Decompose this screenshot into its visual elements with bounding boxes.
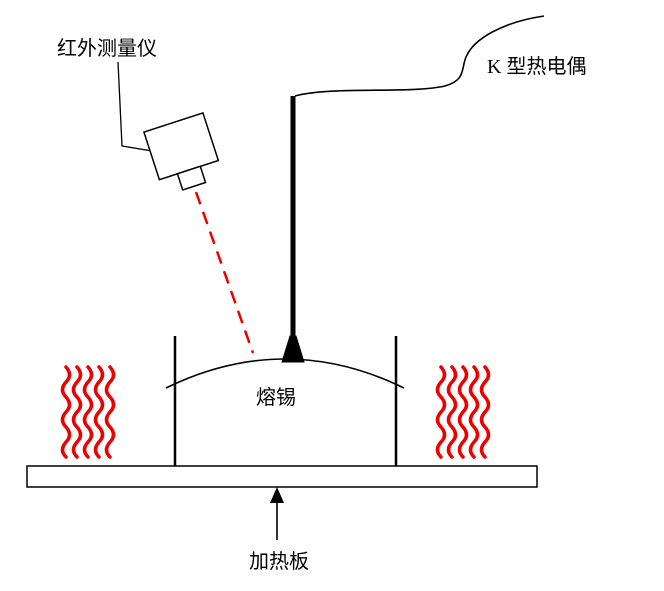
heating-plate-arrow <box>270 487 284 540</box>
thermocouple-tip <box>281 335 305 363</box>
label-molten-tin: 熔锡 <box>256 386 296 409</box>
heat-wave-line <box>71 365 83 459</box>
infrared-meter-device <box>142 111 220 191</box>
heat-waves-right <box>435 365 491 459</box>
infrared-meter-body <box>142 111 220 181</box>
label-heating-plate: 加热板 <box>249 550 309 573</box>
heat-wave-line <box>479 365 491 459</box>
infrared-beam-dashed-line <box>194 191 255 354</box>
heat-wave-line <box>435 365 447 459</box>
infrared-meter-lens <box>176 165 207 191</box>
heat-wave-line <box>446 365 458 459</box>
heat-waves-left <box>60 365 116 459</box>
heat-wave-line <box>457 365 469 459</box>
label-infrared-meter: 红外测量仪 <box>57 37 157 60</box>
molten-tin-surface <box>165 358 405 389</box>
label-thermocouple: K 型热电偶 <box>487 55 586 78</box>
heat-wave-line <box>93 365 105 459</box>
infrared-leader-line <box>117 61 153 152</box>
heating-plate-arrowhead <box>270 487 284 503</box>
heating-plate <box>26 465 538 488</box>
heat-wave-line <box>82 365 94 459</box>
heat-wave-line <box>60 365 72 459</box>
thermocouple-wire <box>294 15 545 97</box>
heat-wave-line <box>468 365 480 459</box>
heat-wave-line <box>104 365 116 459</box>
